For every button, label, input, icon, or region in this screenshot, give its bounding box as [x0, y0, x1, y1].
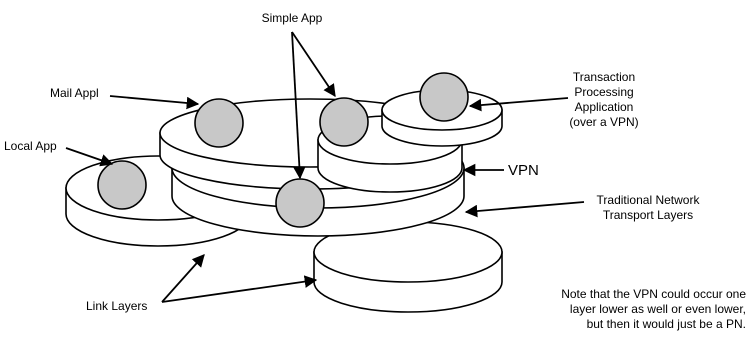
local-app-label: Local App: [4, 139, 57, 153]
local-app-ball: [97, 160, 147, 210]
svg-text:Application: Application: [575, 100, 634, 114]
simple-app-arrow-bottom: [291, 31, 306, 180]
svg-text:(over a VPN): (over a VPN): [569, 115, 638, 129]
local-app-arrow: [65, 147, 114, 167]
svg-text:Processing: Processing: [574, 85, 633, 99]
vpn-label: VPN: [508, 162, 539, 179]
mail-appl-label: Mail Appl: [50, 86, 99, 100]
svg-text:Transport Layers: Transport Layers: [603, 208, 693, 222]
svg-text:layer lower as well or even lo: layer lower as well or even lower,: [570, 302, 746, 316]
traditional-label: Traditional Network Transport Layers: [597, 193, 701, 222]
svg-text:but then it would just be a PN: but then it would just be a PN.: [587, 317, 746, 331]
svg-text:Traditional Network: Traditional Network: [597, 193, 701, 207]
simple-app-label: Simple App: [262, 11, 323, 25]
simple-app-ball-top: [319, 97, 369, 147]
transaction-arrow: [468, 97, 569, 112]
svg-text:Note that the VPN could occur: Note that the VPN could occur one: [561, 287, 746, 301]
transaction-label: Transaction Processing Application (over…: [569, 70, 638, 129]
mail-appl-arrow: [109, 95, 200, 110]
simple-app-ball-bottom: [275, 178, 325, 228]
link-layers-arrow-left: [161, 254, 205, 303]
note-text: Note that the VPN could occur one layer …: [561, 287, 746, 331]
link-layers-label: Link Layers: [86, 299, 147, 313]
mail-app-ball: [194, 98, 244, 148]
transaction-app-ball: [419, 72, 469, 122]
simple-app-arrow-top: [291, 31, 336, 98]
link-layers-arrow-right: [161, 275, 318, 303]
svg-text:Transaction: Transaction: [573, 70, 635, 84]
transport-layers-arrow: [464, 201, 585, 218]
